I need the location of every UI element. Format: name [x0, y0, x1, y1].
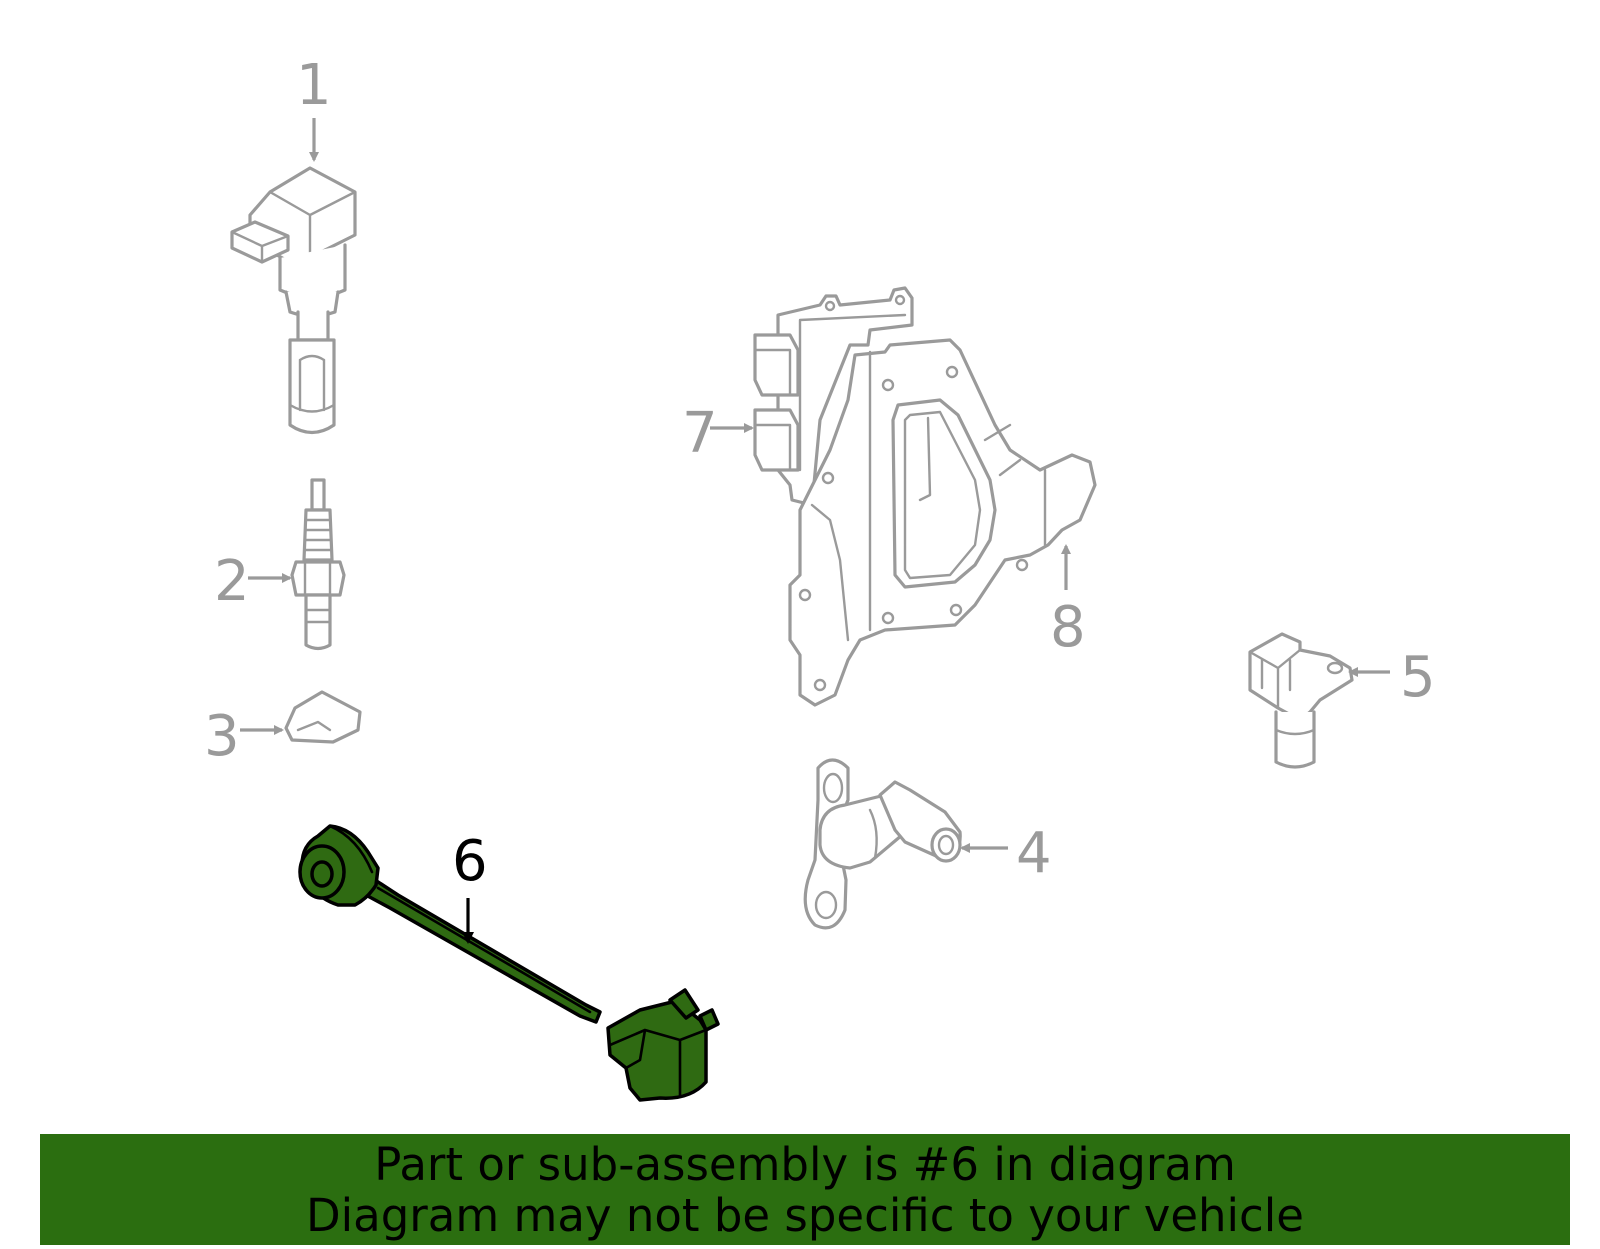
- control-module-bracket-part: [753, 286, 1097, 707]
- callout-5: 5: [1400, 645, 1436, 710]
- parts-diagram: 1 2 3: [204, 53, 1436, 1102]
- knock-sensor-part-highlighted: [298, 824, 720, 1102]
- spark-plug-part: [290, 478, 346, 651]
- callout-2: 2: [214, 549, 250, 614]
- callout-1: 1: [296, 53, 332, 118]
- callout-8: 8: [1050, 595, 1086, 660]
- gasket-part: [284, 690, 362, 744]
- callout-7: 7: [682, 401, 718, 466]
- position-sensor-part: [1248, 632, 1354, 769]
- banner-line-2: Diagram may not be specific to your vehi…: [306, 1188, 1304, 1242]
- callout-3: 3: [204, 704, 240, 769]
- banner-line-1: Part or sub-assembly is #6 in diagram: [374, 1137, 1236, 1191]
- ignition-coil-part: [230, 166, 357, 435]
- callout-6: 6: [452, 829, 488, 894]
- crank-sensor-part: [803, 758, 962, 930]
- info-banner: Part or sub-assembly is #6 in diagram Di…: [40, 1134, 1570, 1245]
- callout-4: 4: [1016, 821, 1052, 886]
